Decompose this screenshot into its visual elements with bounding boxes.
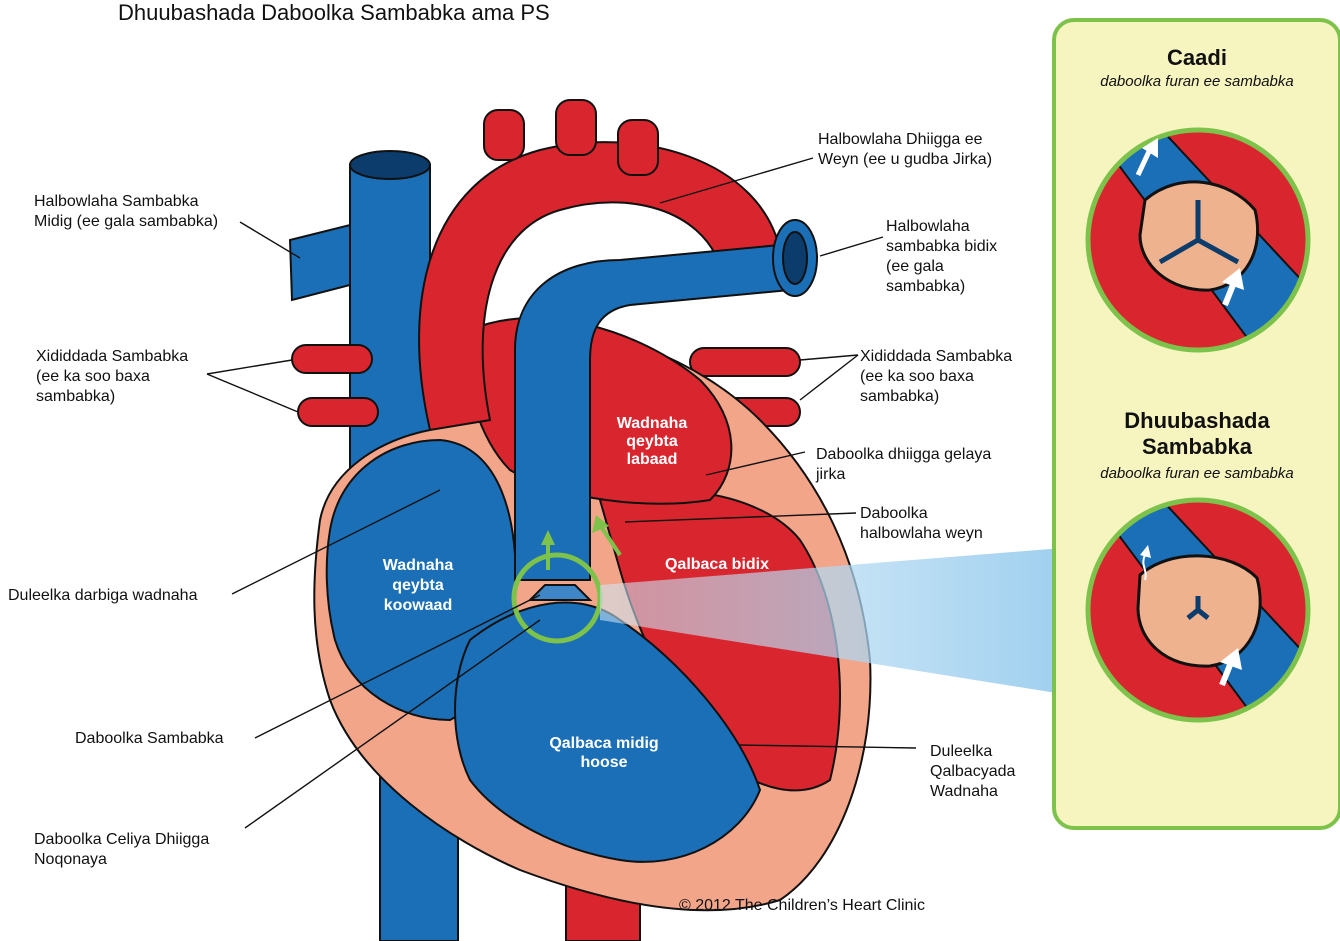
pulmonary-vein-left-top <box>292 345 372 373</box>
right-pulmonary-artery <box>290 225 350 300</box>
label-atrial-septal-defect: Duleelka darbiga wadnaha <box>8 587 198 604</box>
pulmonary-vein-left-bottom <box>298 398 378 426</box>
diagram-title: Dhuubashada Daboolka Sambabka ama PS <box>118 0 550 25</box>
aortic-branch-3 <box>618 120 658 175</box>
chamber-left-ventricle: Qalbaca bidix <box>665 556 769 573</box>
valve-comparison-panel: Caadi daboolka furan ee sambabka Dhuubas… <box>1054 20 1340 828</box>
pulmonary-vein-right-top <box>690 348 800 376</box>
svc-opening <box>350 151 430 179</box>
label-pulmonary-valve: Daboolka Sambabka <box>75 730 224 747</box>
heart-illustration <box>290 100 870 941</box>
panel-stenosis-subtitle: daboolka furan ee sambabka <box>1100 465 1293 482</box>
aortic-branch-2 <box>556 100 596 155</box>
copyright: © 2012 The Children’s Heart Clinic <box>679 897 925 914</box>
aortic-branch-1 <box>484 110 524 160</box>
panel-normal-title: Caadi <box>1167 45 1227 70</box>
panel-normal-subtitle: daboolka furan ee sambabka <box>1100 73 1293 90</box>
